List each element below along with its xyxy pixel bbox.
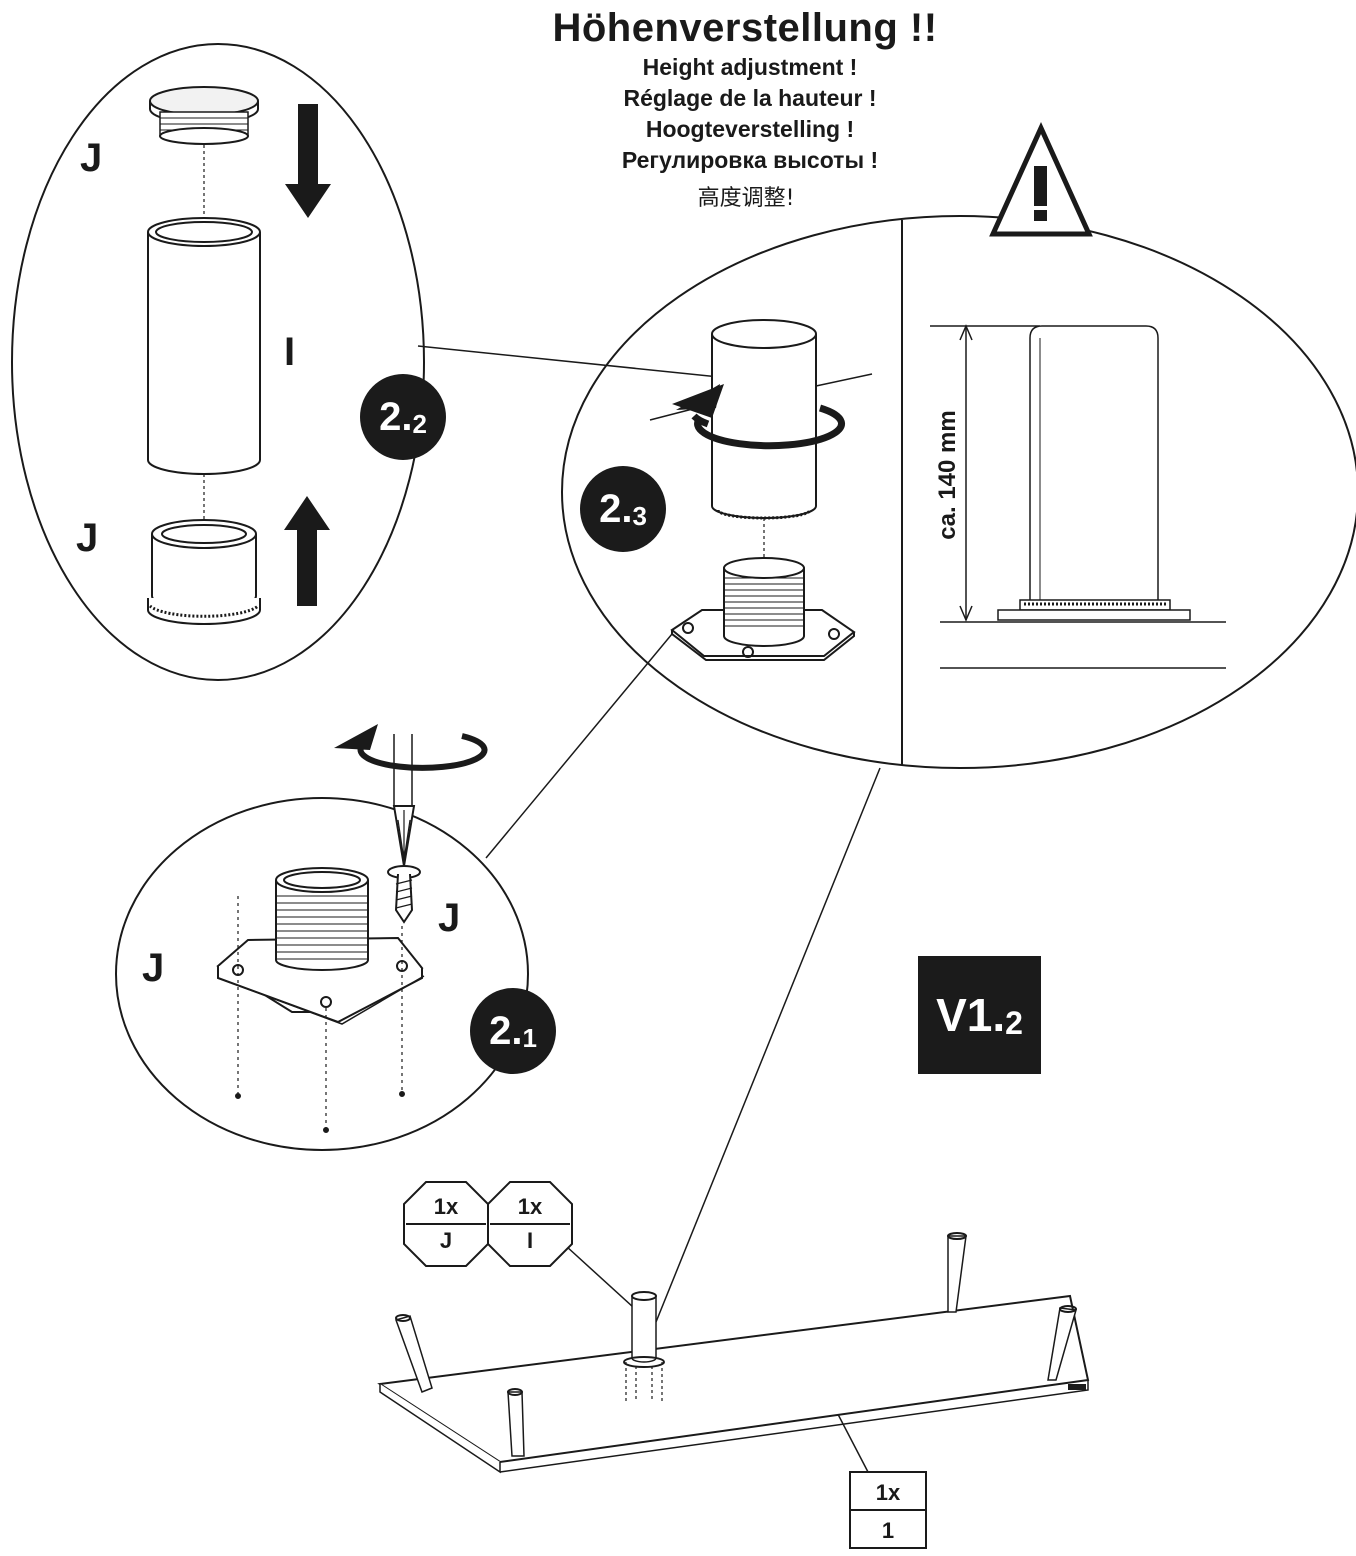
step-2-2-sub: 2 xyxy=(412,408,427,439)
part-count-box-board xyxy=(849,1471,927,1549)
rotate-icon-2 xyxy=(334,724,488,771)
step-badge-2-3: 2.3 xyxy=(580,466,666,552)
part-count-i-qty: 1x xyxy=(517,1194,543,1219)
step-badge-2-1: 2.1 xyxy=(470,988,556,1074)
warning-icon xyxy=(989,121,1093,237)
subtitle-en: Height adjustment ! xyxy=(642,54,858,80)
threaded-plate-2-1 xyxy=(216,867,425,1025)
tabletop xyxy=(377,1294,1090,1474)
end-foot-bottom xyxy=(147,519,261,625)
part-letter-i: I xyxy=(284,330,296,374)
dimension-label: ca. 140 mm xyxy=(934,410,961,540)
step-2-3-sub: 3 xyxy=(632,500,647,531)
version-main: V1. xyxy=(936,989,1006,1041)
subtitle-ru: Регулировка высоты ! xyxy=(621,147,879,173)
step-2-1-main: 2. xyxy=(489,1008,523,1053)
tube-i xyxy=(147,217,261,475)
arrow-up-icon xyxy=(284,496,330,606)
arrow-down-icon xyxy=(285,104,331,218)
part-count-octagon-i xyxy=(487,1181,573,1267)
part-count-j-qty: 1x xyxy=(433,1194,459,1219)
subtitle-nl: Hoogteverstelling ! xyxy=(645,116,855,142)
step-2-1-sub: 1 xyxy=(522,1022,537,1053)
step-badge-2-2: 2.2 xyxy=(360,374,446,460)
legs xyxy=(395,1232,1086,1457)
screwdriver-icon xyxy=(392,734,416,867)
version-badge: V1.2 xyxy=(918,956,1041,1074)
part-count-board-qty: 1x xyxy=(875,1480,901,1505)
detail-circle-2-3 xyxy=(561,215,1356,769)
screw xyxy=(387,865,421,924)
detail-circle-2-1 xyxy=(115,797,529,1151)
page-title: Höhenverstellung !! xyxy=(552,6,938,50)
part-count-octagon-j xyxy=(403,1181,489,1267)
subtitle-fr: Réglage de la hauteur ! xyxy=(623,85,877,111)
threaded-plate-2-3 xyxy=(670,557,856,661)
part-letter-j-screw: J xyxy=(438,896,461,940)
screw-guide-lines xyxy=(237,896,403,1128)
part-letter-j-bottom: J xyxy=(76,516,99,560)
detail-circle-2-2 xyxy=(11,43,425,681)
part-letter-j-top: J xyxy=(80,136,103,180)
dimension-drawing xyxy=(930,324,1226,669)
leg-center xyxy=(623,1291,665,1402)
part-count-i-part: I xyxy=(526,1228,534,1253)
part-count-board-part: 1 xyxy=(881,1518,895,1543)
version-sub: 2 xyxy=(1005,1004,1023,1041)
step-2-2-main: 2. xyxy=(379,394,413,439)
part-letter-j-plate: J xyxy=(142,946,165,990)
part-count-j-part: J xyxy=(439,1228,453,1253)
end-cap-top xyxy=(149,86,259,145)
step-2-3-main: 2. xyxy=(599,486,633,531)
rotate-icon xyxy=(672,384,846,450)
subtitle-cn: 高度调整! xyxy=(697,186,795,211)
